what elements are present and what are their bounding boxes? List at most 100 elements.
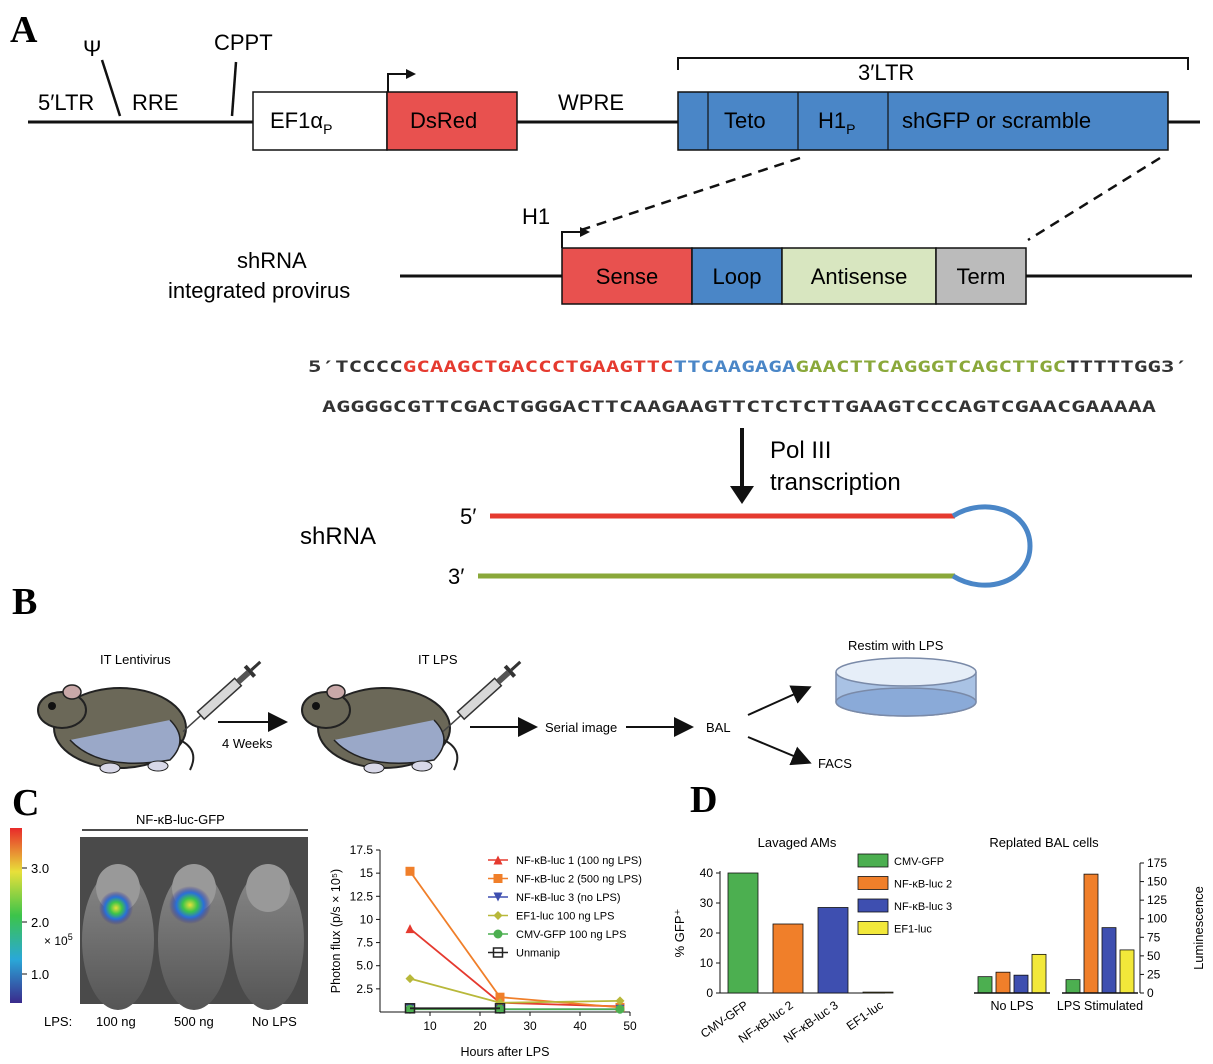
- h1p-label: H1P: [818, 108, 855, 137]
- provirus-label-2: integrated provirus: [168, 278, 350, 303]
- x-axis-label: Hours after LPS: [461, 1045, 550, 1059]
- x-tick-label: 50: [623, 1019, 637, 1033]
- legend-marker: [493, 929, 503, 939]
- bar: [817, 907, 849, 994]
- arrow-to-restim: [747, 685, 812, 716]
- colorbar-unit: × 105: [44, 932, 73, 948]
- condition-100ng: 100 ng: [96, 1014, 136, 1029]
- y-tick-label: 75: [1147, 930, 1161, 944]
- legend-label: CMV-GFP 100 ng LPS: [516, 929, 626, 941]
- ltr3-label: 3′LTR: [858, 60, 914, 85]
- pol3-label-1: Pol III: [770, 437, 831, 464]
- dsred-box: [386, 91, 518, 151]
- rre-label: RRE: [132, 90, 178, 115]
- legend-marker: [493, 874, 503, 883]
- bar: [862, 991, 894, 994]
- loop-label: Loop: [713, 264, 762, 289]
- ef1-label: EF1αP: [270, 108, 332, 137]
- legend-label: NF-κB-luc 1 (100 ng LPS): [516, 855, 642, 867]
- mouse-image-500ng: [158, 864, 230, 1010]
- legend-label: CMV-GFP: [894, 856, 944, 868]
- bal-label: BAL: [706, 720, 731, 735]
- sequence-bottom: AGGGGCGTTCGACTGGGACTTCAAGAAGTTCTCTCTTGAA…: [322, 397, 1156, 416]
- y-tick-label: 10: [360, 912, 374, 926]
- chart-title: Lavaged AMs: [758, 835, 837, 850]
- syringe-icon-2: [442, 660, 522, 733]
- zoom-dash-right: [1027, 156, 1161, 242]
- data-point: [405, 974, 415, 984]
- legend-label: NF-κB-luc 3 (no LPS): [516, 892, 621, 904]
- lps-prefix: LPS:: [44, 1014, 72, 1029]
- term-box: [935, 247, 1027, 305]
- sense-box: [561, 247, 693, 305]
- ltr3-bracket: [677, 57, 1189, 70]
- colorbar-tick-2: 2.0: [31, 915, 49, 930]
- condition-500ng: 500 ng: [174, 1014, 214, 1029]
- ef1-arrow-head-icon: [406, 69, 416, 79]
- bar: [995, 971, 1011, 994]
- bar: [727, 872, 759, 994]
- data-point: [615, 996, 625, 1006]
- psi-label: Ψ: [83, 36, 101, 61]
- wpre-label: WPRE: [558, 90, 624, 115]
- shrna-hairpin: shRNA 5′ 3′: [300, 504, 1033, 589]
- legend-marker: [493, 892, 503, 902]
- legend-label: EF1-luc 100 ng LPS: [516, 911, 614, 923]
- bar: [1013, 974, 1029, 994]
- cppt-label: CPPT: [214, 30, 273, 55]
- bar: [1119, 949, 1135, 994]
- provirus-label-1: shRNA: [237, 248, 307, 273]
- ltr5-label: 5′LTR: [38, 90, 94, 115]
- legend-label: NF-κB-luc 3: [894, 901, 952, 913]
- five-prime-label: 5′: [460, 504, 476, 529]
- hairpin-loop: [951, 504, 1033, 588]
- chart-title: Replated BAL cells: [989, 835, 1099, 850]
- data-point: [615, 1004, 625, 1014]
- data-point: [405, 924, 415, 934]
- serial-image-label: Serial image: [545, 720, 617, 735]
- y-tick-label: 125: [1147, 893, 1167, 907]
- panel-label-d: D: [690, 779, 717, 821]
- group-label: No LPS: [990, 999, 1033, 1013]
- it-lentivirus-label: IT Lentivirus: [100, 652, 171, 667]
- y-axis-label: Photon flux (p/s × 10⁵): [329, 869, 343, 993]
- term-label: Term: [957, 264, 1006, 289]
- y-tick-label: 7.5: [356, 936, 373, 950]
- y-tick-label: 12.5: [350, 889, 374, 903]
- syringe-icon-1: [182, 660, 262, 733]
- luminescence-bar-chart: Replated BAL cells0255075100125150175Lum…: [974, 835, 1206, 1013]
- h1-arrow-icon: [561, 231, 582, 248]
- dsred-label: DsRed: [410, 108, 477, 133]
- y-tick-label: 0: [1147, 986, 1154, 1000]
- bar: [772, 923, 804, 994]
- bar: [1101, 927, 1117, 994]
- mouse-image-no-lps: [232, 864, 304, 1010]
- psi-pointer: [100, 59, 122, 117]
- h1-label: H1: [522, 204, 550, 229]
- petri-dish-icon: [835, 657, 977, 717]
- panel-label-a: A: [10, 9, 38, 51]
- bar: [977, 976, 993, 994]
- x-tick-label: 20: [473, 1019, 487, 1033]
- colorbar: [10, 828, 22, 1003]
- ef1-arrow-icon: [387, 73, 408, 92]
- condition-no-lps: No LPS: [252, 1014, 297, 1029]
- y-tick-label: 20: [700, 926, 714, 940]
- legend-marker: [493, 855, 503, 865]
- facs-label: FACS: [818, 756, 852, 771]
- workflow: IT Lentivirus 4 Weeks IT LPS: [37, 638, 977, 774]
- shgfp-label: shGFP or scramble: [902, 108, 1091, 133]
- y-tick-label: 0: [706, 986, 713, 1000]
- y-tick-label: 17.5: [350, 843, 374, 857]
- y-tick-label: 150: [1147, 875, 1167, 889]
- x-tick-label: 30: [523, 1019, 537, 1033]
- mouse-images: [80, 837, 308, 1010]
- arrow-to-facs: [747, 736, 812, 766]
- legend-marker: [493, 911, 503, 920]
- data-point: [405, 1004, 415, 1014]
- y-tick-label: 100: [1147, 912, 1167, 926]
- h1-arrow-head-icon: [580, 227, 590, 237]
- bar: [1083, 873, 1099, 994]
